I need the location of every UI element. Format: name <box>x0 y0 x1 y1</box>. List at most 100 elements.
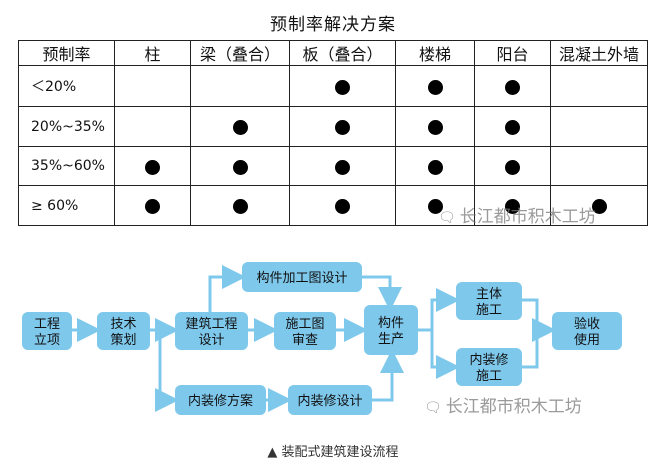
col-header-stair: 楼梯 <box>395 40 475 66</box>
table-cell <box>114 145 191 187</box>
table-cell <box>550 64 648 108</box>
figure-caption: ▲ 装配式建筑建设流程 <box>267 445 399 460</box>
flow-node-label: 策划 <box>110 332 136 348</box>
table-cell <box>289 145 396 187</box>
flow-node-label: 建筑工程 <box>185 316 237 332</box>
table-cell <box>114 64 191 108</box>
arrow-design-to-component-drawing <box>208 265 246 312</box>
row-header: ＜20% <box>18 64 115 108</box>
filled-dot-icon <box>232 199 248 215</box>
table-cell <box>190 64 290 108</box>
table-cell <box>289 185 396 226</box>
table-cell <box>474 106 551 147</box>
flow-node-interior-design: 内装修设计 <box>288 385 372 415</box>
corner-header: 预制率 <box>18 40 115 66</box>
table-cell <box>395 106 475 147</box>
filled-dot-icon <box>232 120 248 136</box>
flow-node-label: 构件 <box>378 316 404 331</box>
filled-dot-icon <box>427 79 443 95</box>
row-header: 20%~35% <box>18 106 115 147</box>
table-cell <box>289 106 396 147</box>
table-title: 预制率解决方案 <box>270 15 396 35</box>
table-cell <box>550 106 648 147</box>
filled-dot-icon <box>505 199 520 215</box>
construction-flowchart: 工程立项技术策划建筑工程设计构件加工图设计施工图审查构件生产主体施工内装修施工验… <box>22 262 622 415</box>
table-cell <box>395 64 475 108</box>
table-cell <box>395 145 475 187</box>
table-row: ＜20% <box>18 64 648 108</box>
flow-node-label: 内装修 <box>469 352 508 368</box>
table-cell <box>114 106 191 147</box>
flow-node-label: 审查 <box>292 333 318 348</box>
col-header-beam: 梁（叠合） <box>190 40 290 66</box>
arrow-branch-to-main <box>430 288 460 330</box>
table-row: ≥ 60% <box>18 185 648 226</box>
filled-dot-icon <box>335 120 350 136</box>
flow-node-label: 技术 <box>110 317 136 332</box>
arrow-main-to-accept <box>522 298 556 342</box>
table-cell <box>114 185 191 226</box>
arrow-component-drawing-to-production <box>362 275 402 311</box>
row-header: ≥ 60% <box>18 185 115 226</box>
flow-node-label: 立项 <box>34 333 60 348</box>
arrow-interior-build-to-accept <box>522 330 539 369</box>
flow-node-component-drawing: 构件加工图设计 <box>242 262 362 292</box>
watermark-bottom: 🗨长江都市积木工坊 <box>424 397 582 417</box>
flow-node-interior-plan: 内装修方案 <box>175 385 266 415</box>
flow-node-label: 工程 <box>34 317 60 332</box>
flow-node-label: 设计 <box>198 333 224 348</box>
flow-node-label: 构件加工图设计 <box>256 271 347 286</box>
filled-dot-icon <box>505 79 520 95</box>
arrow-tech-to-interior-plan <box>155 330 179 412</box>
table-row: 35%~60% <box>18 145 648 187</box>
filled-dot-icon <box>591 199 607 215</box>
table-cell <box>190 106 290 147</box>
flow-node-label: 内装修方案 <box>188 393 253 409</box>
table-cell <box>289 64 396 108</box>
col-header-exterior-wall: 混凝土外墙 <box>550 40 648 66</box>
table-cell <box>550 145 648 187</box>
filled-dot-icon <box>505 120 520 136</box>
filled-dot-icon <box>505 159 520 175</box>
table-cell <box>190 185 290 226</box>
filled-dot-icon <box>335 199 350 215</box>
table-cell <box>190 145 290 187</box>
filled-dot-icon <box>145 199 160 215</box>
arrow-branch-to-interior-build <box>430 330 460 379</box>
table-cell <box>474 64 551 108</box>
flow-node-label: 使用 <box>574 332 600 348</box>
table-header-row: 预制率 柱 梁（叠合） 板（叠合） 楼梯 阳台 混凝土外墙 <box>18 40 648 66</box>
watermark-top: 🗨长江都市积木工坊 <box>438 207 596 227</box>
flow-node-label: 内装修设计 <box>297 393 362 409</box>
col-header-slab: 板（叠合） <box>289 40 396 66</box>
col-header-balcony: 阳台 <box>474 40 551 66</box>
wechat-logo-icon: 🗨 <box>424 400 442 416</box>
filled-dot-icon <box>335 79 350 95</box>
filled-dot-icon <box>427 159 443 175</box>
flow-node-label: 施工 <box>476 369 502 384</box>
filled-dot-icon <box>145 159 160 175</box>
row-header: 35%~60% <box>18 145 115 187</box>
table-cell <box>550 185 648 226</box>
filled-dot-icon <box>427 199 443 215</box>
filled-dot-icon <box>427 120 443 136</box>
flow-node-label: 施工图 <box>285 317 324 332</box>
flow-node-label: 主体 <box>476 287 502 302</box>
flow-node-label: 施工 <box>476 303 502 318</box>
filled-dot-icon <box>335 159 350 175</box>
table-row: 20%~35% <box>18 106 648 147</box>
filled-dot-icon <box>232 159 248 175</box>
wechat-logo-icon: 🗨 <box>438 210 456 226</box>
flow-node-label: 验收 <box>574 316 600 332</box>
flow-node-label: 生产 <box>378 332 404 347</box>
table-cell <box>474 145 551 187</box>
prefab-rate-table: 预制率 柱 梁（叠合） 板（叠合） 楼梯 阳台 混凝土外墙 ＜20%20%~35… <box>18 40 648 226</box>
